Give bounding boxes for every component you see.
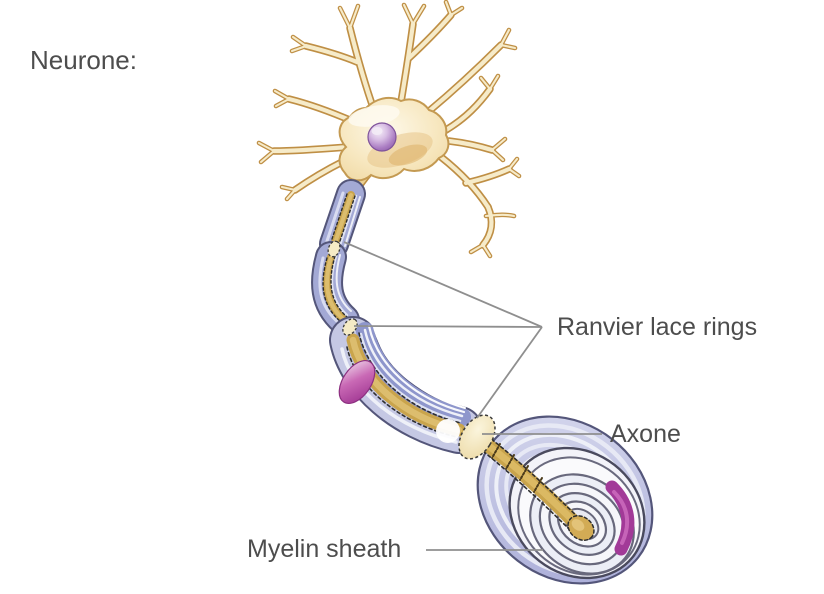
schwann-nucleus-roll	[605, 480, 635, 556]
nodes-of-ranvier	[327, 240, 496, 460]
node-of-ranvier-2	[342, 318, 358, 336]
myelin-sheath-label: Myelin sheath	[247, 535, 402, 563]
schwann-cell-nucleus	[338, 360, 376, 404]
pointer-lines	[343, 241, 602, 551]
nucleus	[367, 122, 397, 152]
pointer-line-ranvier-3	[476, 326, 543, 419]
node-of-ranvier-1	[327, 240, 341, 258]
axone-label: Axone	[610, 420, 681, 448]
pointer-line-ranvier-1	[343, 241, 543, 328]
myelin-segment-2	[311, 241, 360, 336]
myelin-segment-1	[319, 179, 366, 259]
myelin-segment-3	[329, 316, 483, 454]
node-of-ranvier-3	[458, 414, 496, 460]
ranvier-lace-rings-label: Ranvier lace rings	[557, 313, 758, 341]
pointer-line-ranvier-2	[353, 325, 543, 328]
figure-title: Neurone:	[30, 45, 137, 75]
